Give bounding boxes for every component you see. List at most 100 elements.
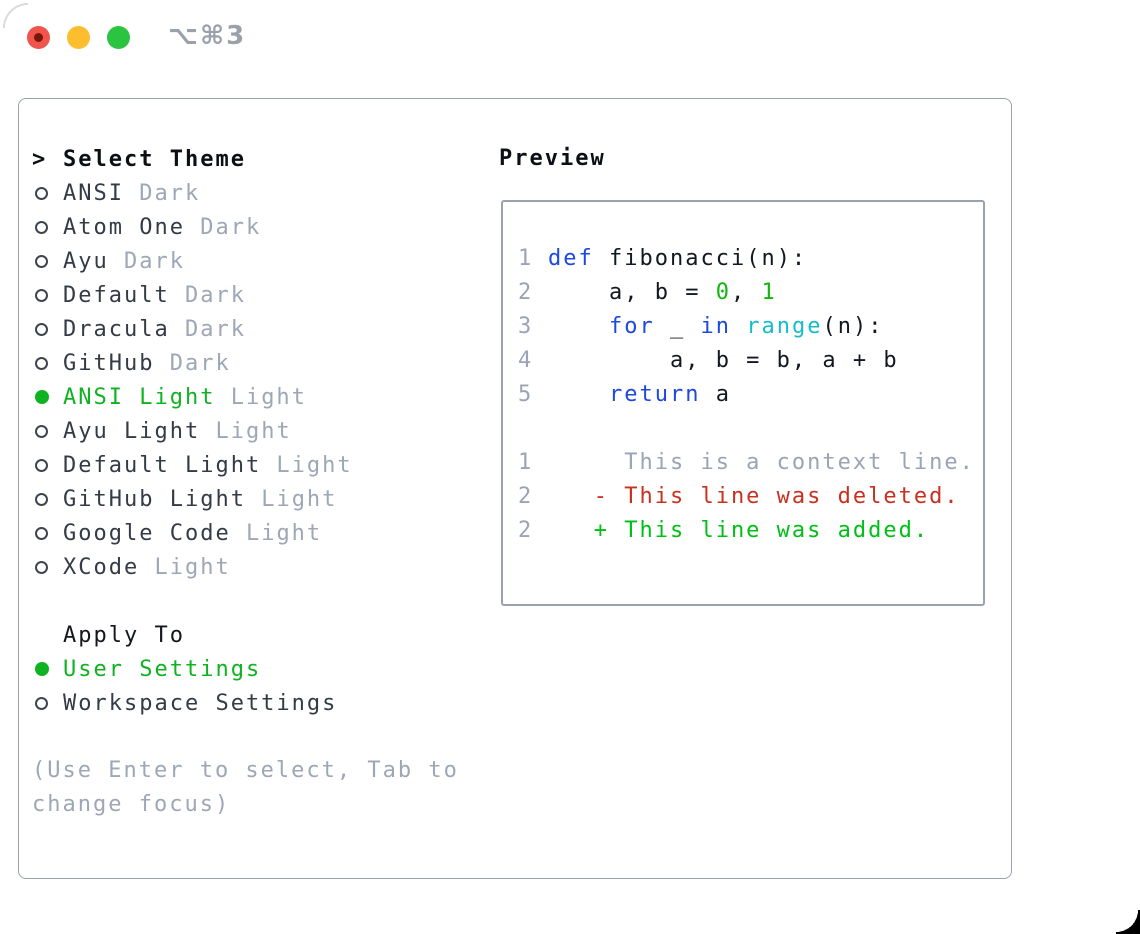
close-dot-icon (34, 33, 43, 42)
theme-option-ayu-light[interactable]: Ayu Light Light (32, 414, 484, 448)
theme-variant-label: Light (261, 452, 353, 478)
apply-option-workspace-settings[interactable]: Workspace Settings (32, 686, 484, 720)
theme-name: Atom One (63, 214, 185, 240)
code-segment: a, b = b, a + b (548, 348, 899, 373)
maximize-button[interactable] (107, 26, 130, 49)
theme-option-ansi-light[interactable]: ANSI Light Light (32, 380, 484, 414)
code-segment: , (730, 280, 762, 305)
theme-option-atom-one[interactable]: Atom One Dark (32, 210, 484, 244)
code-line: 5 return a (518, 378, 983, 412)
code-line: 2 - This line was deleted. (518, 480, 983, 514)
code-line: 1 This is a context line. (518, 446, 983, 480)
code-segment: return (608, 382, 701, 407)
theme-name: ANSI (63, 180, 124, 206)
radio-icon (35, 186, 48, 200)
code-segment: This is a context line. (548, 450, 975, 475)
code-segment (548, 314, 609, 339)
code-segment: 1 (761, 280, 777, 305)
apply-option-user-settings[interactable]: User Settings (32, 652, 484, 686)
line-number: 5 (518, 382, 534, 407)
line-number: 4 (518, 348, 534, 373)
theme-name: Google Code (63, 520, 231, 546)
code-segment: + This line was added. (548, 518, 930, 543)
theme-name: Default (63, 282, 170, 308)
code-segment: _ (654, 314, 701, 339)
theme-name: Ayu (63, 248, 109, 274)
apply-to-header: Apply To (32, 618, 484, 652)
close-button[interactable] (27, 26, 50, 49)
code-segment: for (608, 314, 655, 339)
code-segment (548, 382, 609, 407)
radio-icon (35, 696, 48, 710)
spacer (32, 720, 484, 754)
code-segment: in (700, 314, 731, 339)
code-segment: range (746, 314, 823, 339)
theme-option-google-code[interactable]: Google Code Light (32, 516, 484, 550)
code-line: 4 a, b = b, a + b (518, 344, 983, 378)
theme-option-ansi[interactable]: ANSI Dark (32, 176, 484, 210)
code-segment: - This line was deleted. (548, 484, 960, 509)
preview-header: Preview (499, 146, 606, 171)
line-number: 1 (518, 246, 534, 271)
code-line: 2 a, b = 0, 1 (518, 276, 983, 310)
theme-name: GitHub Light (63, 486, 246, 512)
theme-variant-label: Light (230, 520, 323, 546)
theme-option-ayu[interactable]: Ayu Dark (32, 244, 484, 278)
theme-name: Default Light (63, 452, 262, 478)
help-text: (Use Enter to select, Tab to change focu… (32, 758, 459, 817)
code-line: 3 for _ in range(n): (518, 310, 983, 344)
radio-icon (35, 220, 48, 234)
code-segment: fibonacci(n): (593, 246, 808, 271)
theme-variant-label: Dark (154, 350, 231, 376)
theme-option-github[interactable]: GitHub Dark (32, 346, 484, 380)
theme-option-dracula[interactable]: Dracula Dark (32, 312, 484, 346)
code-line: 1 def fibonacci(n): (518, 242, 983, 276)
code-segment (731, 314, 746, 339)
radio-icon (35, 254, 48, 268)
line-number: 1 (518, 450, 534, 475)
radio-icon (35, 288, 48, 302)
radio-icon (35, 526, 48, 540)
prompt-icon: > (32, 146, 48, 172)
radio-icon (35, 322, 48, 336)
code-line: 2 + This line was added. (518, 514, 983, 548)
apply-option-label: User Settings (63, 656, 262, 682)
code-line (518, 412, 983, 446)
radio-icon (35, 560, 48, 574)
radio-icon (35, 424, 48, 438)
theme-option-github-light[interactable]: GitHub Light Light (32, 482, 484, 516)
theme-variant-label: Dark (123, 180, 201, 206)
spacer (32, 584, 484, 618)
window-corner-bottom-right (1116, 910, 1140, 934)
code-segment: a (700, 382, 731, 407)
theme-name: Dracula (63, 316, 170, 342)
theme-variant-label: Light (200, 418, 292, 444)
apply-option-label: Workspace Settings (63, 690, 338, 716)
theme-name: ANSI Light (63, 384, 216, 410)
apply-to-label: Apply To (63, 622, 185, 648)
line-number: 2 (518, 280, 534, 305)
theme-variant-label: Dark (108, 248, 185, 274)
theme-variant-label: Dark (184, 214, 262, 240)
theme-name: XCode (63, 554, 140, 580)
radio-selected-icon (35, 662, 49, 676)
line-number: 3 (518, 314, 534, 339)
theme-option-default-light[interactable]: Default Light Light (32, 448, 484, 482)
theme-option-default[interactable]: Default Dark (32, 278, 484, 312)
line-number: 2 (518, 484, 534, 509)
radio-selected-icon (35, 390, 49, 404)
line-number: 2 (518, 518, 534, 543)
theme-variant-label: Dark (169, 316, 246, 342)
window-corner-top-left (0, 0, 28, 28)
code-segment: def (548, 246, 594, 271)
minimize-button[interactable] (67, 26, 90, 49)
theme-option-xcode[interactable]: XCode Light (32, 550, 484, 584)
theme-name: GitHub (63, 350, 155, 376)
theme-name: Ayu Light (63, 418, 201, 444)
